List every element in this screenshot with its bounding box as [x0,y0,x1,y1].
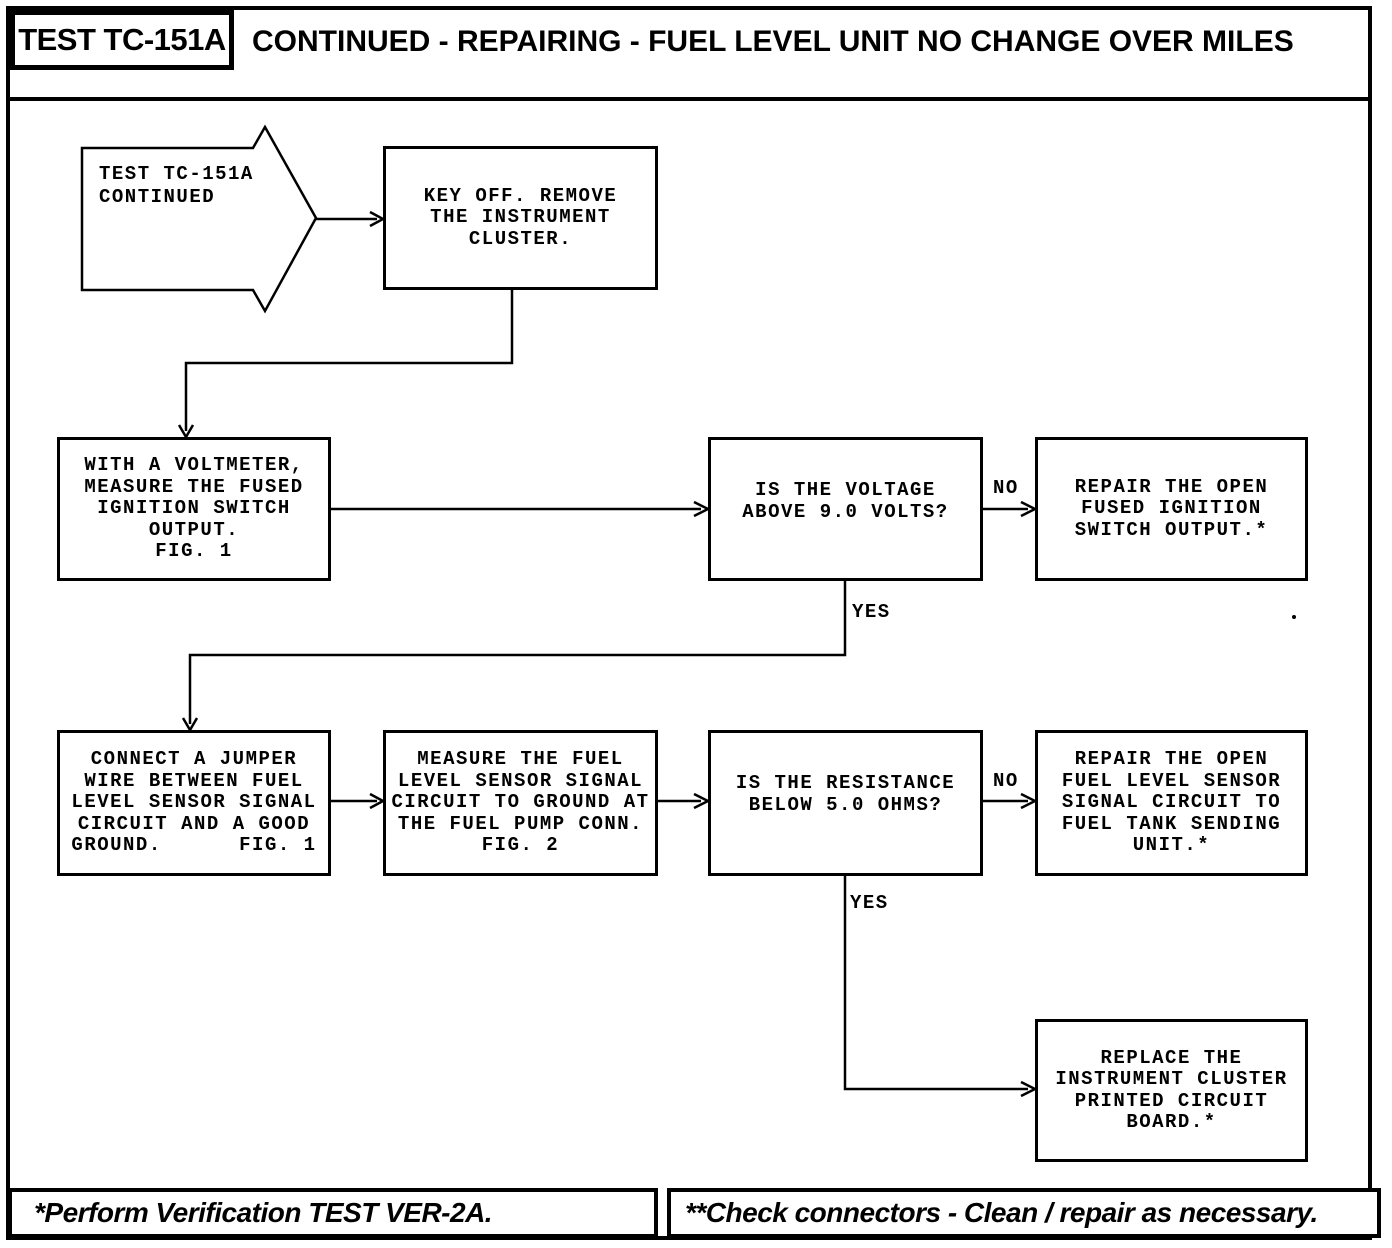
flow-box-repair-ignition: REPAIR THE OPEN FUSED IGNITION SWITCH OU… [1035,437,1308,581]
footer-right-text: **Check connectors - Clean / repair as n… [685,1197,1318,1228]
scan-artifact-dot [1292,615,1296,619]
branch-label-no-resistance: NO [993,770,1019,792]
flow-box-key-off: KEY OFF. REMOVE THE INSTRUMENT CLUSTER. [383,146,658,290]
footer-note-connectors: **Check connectors - Clean / repair as n… [667,1188,1381,1238]
page-title: CONTINUED - REPAIRING - FUEL LEVEL UNIT … [252,25,1294,58]
flow-box-measure-resistance: MEASURE THE FUEL LEVEL SENSOR SIGNAL CIR… [383,730,658,876]
start-chevron-shape [80,124,318,314]
footer-note-verification: *Perform Verification TEST VER-2A. [8,1188,658,1238]
page-border [6,6,1372,1240]
header-separator [6,97,1372,101]
branch-label-no-voltage: NO [993,477,1019,499]
flow-box-repair-sensor: REPAIR THE OPEN FUEL LEVEL SENSOR SIGNAL… [1035,730,1308,876]
footer-left-text: *Perform Verification TEST VER-2A. [34,1197,493,1228]
test-id-box: TEST TC-151A [10,10,234,70]
branch-label-yes-resistance: YES [850,892,889,914]
flow-box-measure-voltage: WITH A VOLTMETER, MEASURE THE FUSED IGNI… [57,437,331,581]
test-id-label: TEST TC-151A [18,22,226,57]
branch-label-yes-voltage: YES [852,601,891,623]
flow-box-question-voltage: IS THE VOLTAGE ABOVE 9.0 VOLTS? [708,437,983,581]
flow-box-replace-cluster: REPLACE THE INSTRUMENT CLUSTER PRINTED C… [1035,1019,1308,1162]
flow-box-jumper: CONNECT A JUMPER WIRE BETWEEN FUEL LEVEL… [57,730,331,876]
flow-box-question-resistance: IS THE RESISTANCE BELOW 5.0 OHMS? [708,730,983,876]
start-node-label: TEST TC-151A CONTINUED [99,163,254,208]
